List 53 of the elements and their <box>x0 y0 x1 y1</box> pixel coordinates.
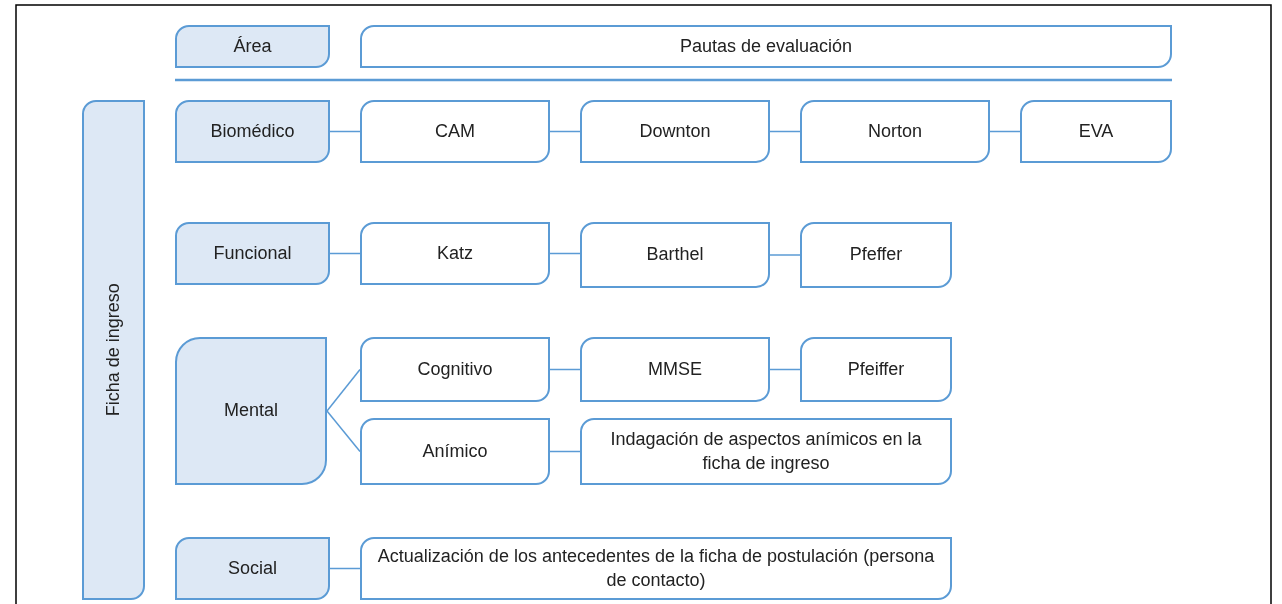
process-box <box>800 222 952 288</box>
process-box <box>580 222 770 288</box>
node-label: Norton <box>868 119 922 143</box>
category-box <box>175 222 330 285</box>
connector-line <box>549 130 581 133</box>
node-label: Pautas de evaluación <box>679 34 853 58</box>
process-box <box>800 100 990 163</box>
connector-line <box>329 567 361 570</box>
connector-line <box>989 130 1021 133</box>
process-box <box>360 537 952 600</box>
node-label: Biomédico <box>210 119 295 143</box>
connector-line <box>549 252 581 255</box>
process-box <box>800 337 952 402</box>
node-label: Katz <box>437 241 473 265</box>
connector-line <box>326 368 361 412</box>
connector-line <box>549 450 581 453</box>
process-box <box>360 337 550 402</box>
node-label: Área <box>233 34 272 58</box>
node-label: Anímico <box>422 439 488 463</box>
node-label: Social <box>228 556 277 580</box>
node-label: Funcional <box>213 241 292 265</box>
node-label: Indagación de aspectos anímicos en la ficha de ingreso <box>609 428 923 475</box>
node-label: Actualización de los antecedentes de la ficha de postulación (persona de contacto) <box>376 545 936 592</box>
connector-line <box>329 252 361 255</box>
connector-line <box>769 130 801 133</box>
node-label: Pfeffer <box>849 243 903 267</box>
process-box <box>360 222 550 285</box>
node-label: Mental <box>224 399 278 423</box>
process-box <box>360 25 1172 68</box>
connector-line <box>769 368 801 371</box>
connector-line <box>769 254 801 256</box>
node-label: CAM <box>435 119 475 143</box>
connector-line <box>549 368 581 371</box>
node-label: EVA <box>1078 119 1114 143</box>
connector-line <box>326 410 361 453</box>
category-box <box>175 337 327 485</box>
node-label: Ficha de ingreso <box>101 283 124 417</box>
process-box <box>580 337 770 402</box>
node-label: Barthel <box>646 243 704 267</box>
category-box <box>175 537 330 600</box>
process-box <box>580 418 952 485</box>
node-label: Cognitivo <box>417 357 493 381</box>
node-label: Downton <box>639 119 711 143</box>
node-label: MMSE <box>648 357 702 381</box>
category-box <box>82 100 145 600</box>
connector-line <box>329 130 361 133</box>
category-box <box>175 100 330 163</box>
node-label: Pfeiffer <box>847 357 905 381</box>
process-box <box>1020 100 1172 163</box>
process-box <box>360 100 550 163</box>
process-box <box>360 418 550 485</box>
category-box <box>175 25 330 68</box>
process-box <box>580 100 770 163</box>
